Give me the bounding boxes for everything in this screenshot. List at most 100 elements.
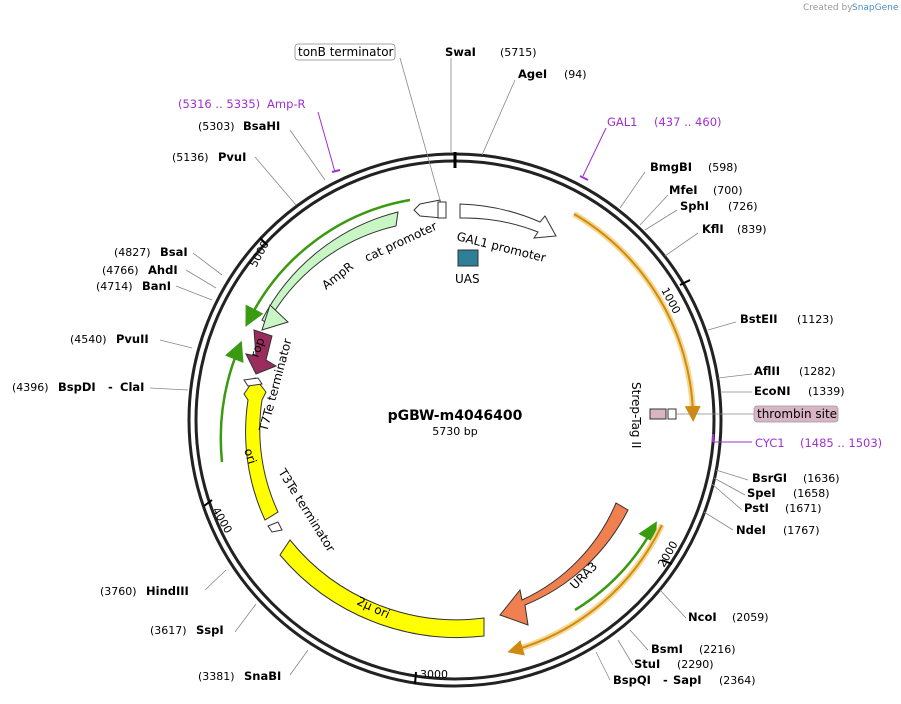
ura3-feature[interactable] [499,502,629,626]
enzyme-ahdi[interactable]: AhdI [148,263,178,277]
enzyme-bsrgi-pos: (1636) [803,472,840,485]
enzyme-bsrgi[interactable]: BsrGI [752,471,787,485]
primer-ampr-leader [317,111,336,173]
enzyme-hindiii[interactable]: HindIII [146,584,189,598]
ori-label: ori [241,447,259,466]
ori-orf-green [219,340,244,463]
enzyme-stui-pos: (2290) [677,658,714,671]
enzyme-sapi[interactable]: SapI [673,673,702,687]
ori-feature[interactable] [243,377,279,521]
primer-ampr-name: Amp-R [267,97,306,111]
enzyme-mfei[interactable]: MfeI [669,183,698,197]
enzyme-swai[interactable]: SwaI [445,45,476,59]
primer-ampr-range: (5316 .. 5335) [178,97,260,111]
enzyme-snabi[interactable]: SnaBI [244,669,281,683]
orf-bottom-halo [514,523,665,653]
enzyme-agei[interactable]: AgeI [518,67,547,81]
enzyme-sspi-pos: (3617) [150,624,187,637]
enzyme-ncoi-pos: (2059) [732,611,769,624]
enzyme-sspi[interactable]: SspI [196,623,224,637]
primer-ampr-mark [331,169,341,173]
rop-feature[interactable] [245,329,278,375]
enzyme-bsmi[interactable]: BsmI [651,642,683,656]
tonb-feature[interactable] [437,201,447,219]
enzyme-bspdi-sep: - [108,380,113,394]
enzyme-econi[interactable]: EcoNI [754,384,790,398]
enzyme-kfli-pos: (839) [737,223,767,236]
orf-top-right [573,213,701,422]
enzyme-bspqi-pos: (2364) [719,674,756,687]
enzyme-econi-pos: (1339) [808,385,845,398]
tick-mark-2000 [661,559,673,565]
enzyme-bani[interactable]: BanI [142,279,171,293]
orf-bottom [507,524,663,656]
enzyme-psti[interactable]: PstI [744,501,769,515]
enzyme-ndei-pos: (1767) [783,524,820,537]
tick-mark-3000 [414,671,417,685]
enzyme-aflii[interactable]: AflII [754,364,780,378]
ura3-orf-green [574,521,657,612]
enzyme-bmgbi[interactable]: BmgBI [650,160,692,174]
enzyme-sphi-pos: (726) [728,200,758,213]
tick-mark-4000 [203,499,213,507]
enzyme-leaders [149,58,753,681]
enzyme-ndei[interactable]: NdeI [736,523,766,537]
plasmid-name: pGBW-m4046400 [388,408,523,424]
enzyme-aflii-pos: (1282) [799,365,836,378]
strep-label: Strep-Tag II [629,382,643,448]
enzyme-bspdi[interactable]: BspDI [58,380,96,394]
enzyme-ncoi[interactable]: NcoI [688,610,717,624]
primer-cyc1-name: CYC1 [755,436,785,450]
enzyme-snabi-pos: (3381) [198,670,235,683]
t3te-feature[interactable] [267,521,283,533]
enzyme-bsahi[interactable]: BsaHI [243,119,280,133]
uas-feature[interactable] [457,249,479,267]
enzyme-spei[interactable]: SpeI [747,486,776,500]
enzyme-clai[interactable]: ClaI [120,380,144,394]
tonb-leader [399,57,441,201]
enzyme-hindiii-pos: (3760) [100,585,137,598]
thrombin-label: thrombin site [757,407,837,421]
enzyme-bsteii-pos: (1123) [797,313,834,326]
enzyme-bsmi-pos: (2216) [699,643,736,656]
gal1-promoter-feature[interactable] [459,203,557,239]
tick-mark-1000 [679,279,691,286]
ampr-arrowhead [261,304,289,331]
tick-5000: 5000 [247,239,272,270]
t7te-feature[interactable] [243,377,263,387]
ampr-label: AmpR [319,259,356,292]
primer-cyc1-range: (1485 .. 1503) [800,436,882,450]
enzyme-bsahi-pos: (5303) [198,120,235,133]
enzyme-pvuii[interactable]: PvuII [116,332,149,346]
enzyme-bani-pos: (4714) [96,280,133,293]
watermark-brand: SnapGene [852,3,899,13]
enzyme-bsai[interactable]: BsaI [160,245,188,259]
thrombin-box [753,405,839,423]
enzyme-spei-pos: (1658) [793,487,830,500]
enzyme-stui[interactable]: StuI [634,657,660,671]
primer-gal1-mark [579,175,589,181]
tonb-label: tonB terminator [298,45,394,59]
enzyme-bsteii[interactable]: BstEII [740,312,778,326]
enzyme-pvuii-pos: (4540) [70,333,107,346]
tick-3000: 3000 [420,668,448,681]
tick-mark-5000 [259,237,268,246]
primer-gal1-leader [582,127,607,177]
two-micron-feature[interactable] [279,539,485,639]
enzyme-bsai-pos: (4827) [114,246,151,259]
enzyme-ahdi-pos: (4766) [102,264,139,277]
enzyme-bmgbi-pos: (598) [708,161,738,174]
tonb-box [294,43,396,61]
enzyme-bspqi[interactable]: BspQI [613,673,651,687]
thrombin-feature[interactable] [649,408,667,420]
enzyme-pvui[interactable]: PvuI [218,150,246,164]
enzyme-kfli[interactable]: KflI [702,222,724,236]
t3te-label: T3Te terminator [275,465,338,554]
enzyme-sphi[interactable]: SphI [680,199,709,213]
strep-feature[interactable] [667,408,677,420]
enzyme-mfei-pos: (700) [713,184,743,197]
enzyme-bspdi-pos: (4396) [12,381,49,394]
primer-gal1-name: GAL1 [607,115,638,129]
